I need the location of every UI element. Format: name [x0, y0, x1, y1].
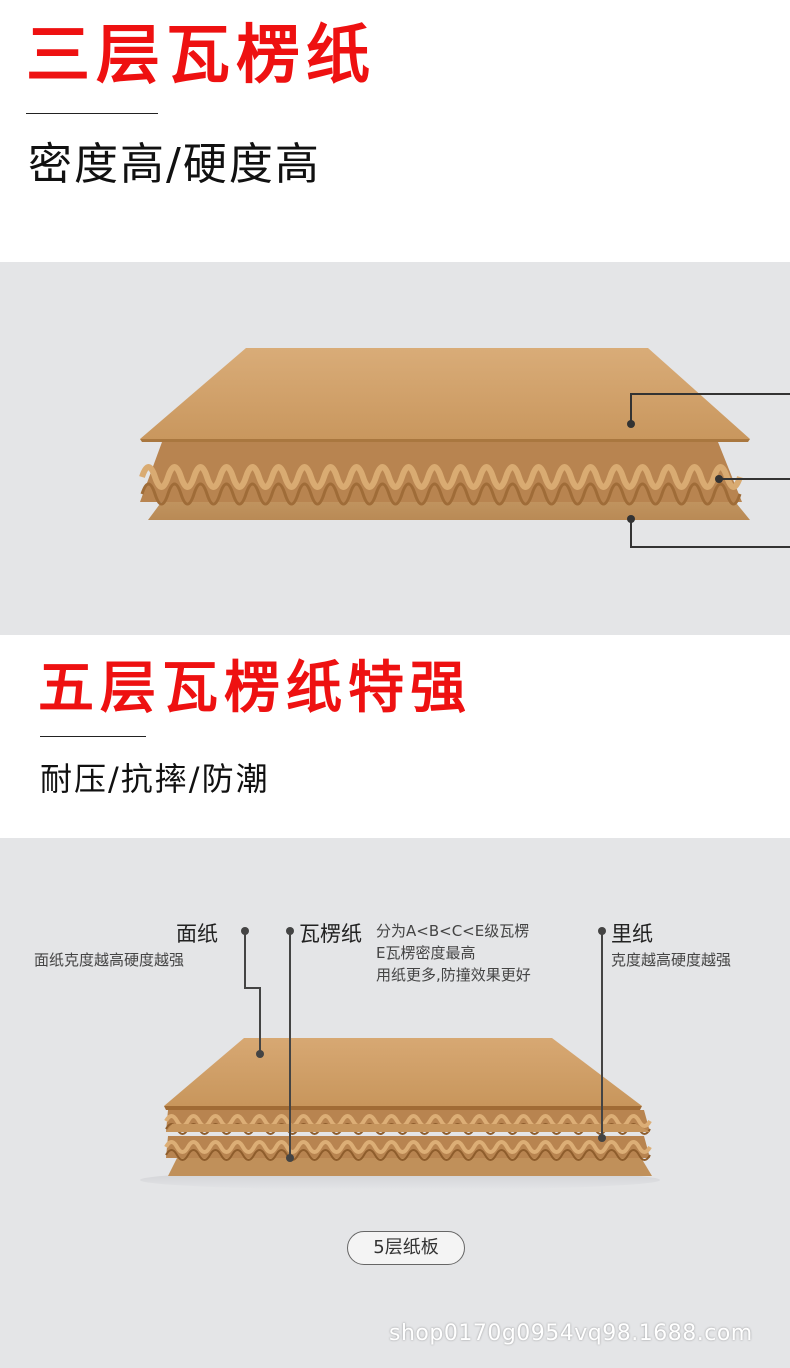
corrugated-desc-2: E瓦楞密度最高 [376, 944, 476, 962]
corrugated-desc-3: 用纸更多,防撞效果更好 [376, 966, 531, 984]
face-paper-label: 面纸 [176, 922, 218, 946]
title-divider-2 [40, 736, 146, 737]
corrugated-desc-1: 分为A<B<C<E级瓦楞 [376, 922, 530, 940]
three-layer-board-illustration [139, 348, 790, 548]
five-layer-panel: 面纸 面纸克度越高硬度越强 瓦楞纸 分为A<B<C<E级瓦楞 E瓦楞密度最高 用… [0, 838, 790, 1368]
leader-lines [630, 393, 790, 548]
face-paper-desc: 面纸克度越高硬度越强 [34, 951, 185, 969]
five-layer-badge: 5层纸板 [347, 1231, 465, 1265]
three-layer-subtitle: 密度高/硬度高 [28, 139, 321, 190]
shop-watermark: shop0170g0954vq98.1688.com [389, 1321, 753, 1346]
liner-label: 里纸 [611, 922, 653, 946]
five-corrugated-layers [164, 1110, 652, 1161]
five-middle-liner [166, 1124, 650, 1132]
three-layer-panel [0, 262, 790, 635]
top-face-sheet [140, 348, 750, 439]
corrugated-medium [139, 442, 743, 506]
five-leader-lines [244, 931, 603, 1158]
five-layer-subtitle: 耐压/抗摔/防潮 [40, 760, 270, 798]
title-divider [26, 113, 158, 114]
five-top-face [164, 1038, 642, 1106]
liner-desc: 克度越高硬度越强 [611, 951, 732, 969]
corrugated-label: 瓦楞纸 [299, 922, 362, 946]
three-layer-title: 三层瓦楞纸 [26, 19, 376, 93]
five-layer-board-illustration [140, 927, 660, 1190]
five-layer-title: 五层瓦楞纸特强 [38, 656, 472, 721]
